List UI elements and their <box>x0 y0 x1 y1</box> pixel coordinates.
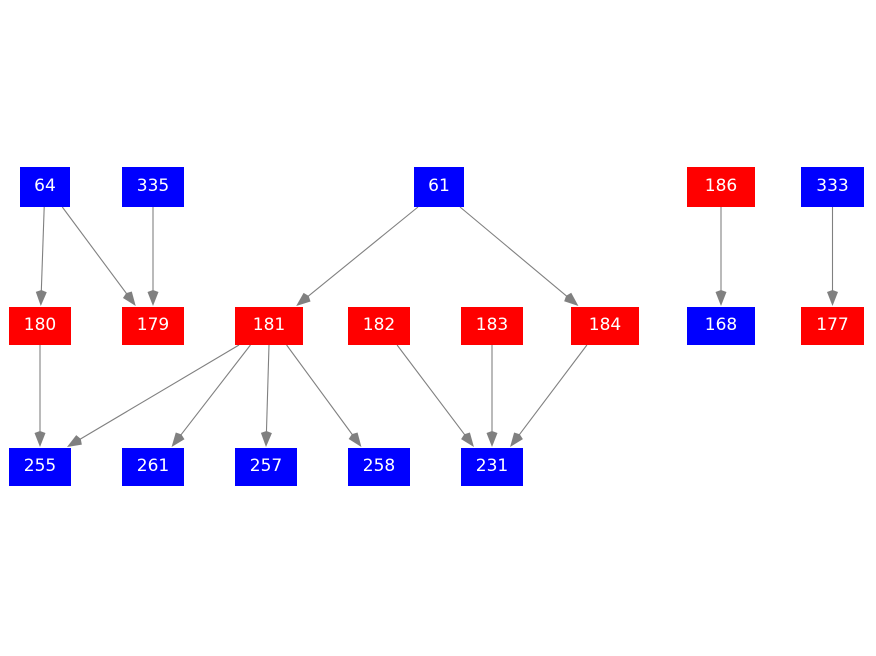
edge-64-to-180-arrowhead <box>35 290 47 306</box>
graph-node-181[interactable]: 181 <box>235 307 303 345</box>
edge-181-to-257-arrowhead <box>260 431 272 447</box>
edge-184-to-231-arrowhead <box>510 432 523 447</box>
edge-61-to-181-arrowhead <box>296 292 311 306</box>
graph-node-261[interactable]: 261 <box>122 448 184 486</box>
edge-181-to-261-arrowhead <box>171 432 185 447</box>
edge-182-to-231-line <box>396 344 468 439</box>
edge-186-to-168-arrowhead <box>715 290 727 306</box>
edge-180-to-255-arrowhead <box>34 431 46 447</box>
edge-64-to-179-line <box>61 206 130 298</box>
graph-node-61[interactable]: 61 <box>414 167 464 207</box>
edge-181-to-257-line <box>265 344 270 437</box>
graph-node-182[interactable]: 182 <box>348 307 410 345</box>
graph-node-label: 177 <box>816 314 849 335</box>
edge-64-to-180-line <box>40 206 45 296</box>
graph-node-257[interactable]: 257 <box>235 448 297 486</box>
graph-node-label: 255 <box>23 455 57 476</box>
edge-61-to-184-arrowhead <box>564 292 579 306</box>
edge-181-to-255-arrowhead <box>67 435 82 447</box>
edge-182-to-231-arrowhead <box>461 432 474 447</box>
edge-61-to-184-line <box>459 206 571 300</box>
edge-181-to-261-line <box>177 344 251 439</box>
graph-node-label: 184 <box>588 314 622 335</box>
graph-node-label: 258 <box>362 455 396 476</box>
edge-181-to-255-line <box>76 344 240 442</box>
edge-61-to-181-line <box>304 206 419 300</box>
graph-node-258[interactable]: 258 <box>348 448 410 486</box>
graph-node-label: 64 <box>34 175 56 196</box>
graph-node-335[interactable]: 335 <box>122 167 184 207</box>
graph-node-333[interactable]: 333 <box>801 167 864 207</box>
graph-node-label: 335 <box>136 175 170 196</box>
edge-183-to-231-arrowhead <box>486 431 498 447</box>
graph-node-label: 181 <box>252 314 286 335</box>
graph-node-180[interactable]: 180 <box>9 307 71 345</box>
graph-node-231[interactable]: 231 <box>461 448 523 486</box>
graph-node-183[interactable]: 183 <box>461 307 523 345</box>
graph-node-label: 186 <box>704 175 738 196</box>
graph-node-186[interactable]: 186 <box>687 167 755 207</box>
edge-335-to-179-arrowhead <box>147 290 159 306</box>
graph-node-label: 261 <box>136 455 170 476</box>
edge-181-to-258-line <box>286 344 356 439</box>
graph-node-255[interactable]: 255 <box>9 448 71 486</box>
graph-node-label: 179 <box>136 314 170 335</box>
graph-node-64[interactable]: 64 <box>20 167 70 207</box>
edge-181-to-258-arrowhead <box>348 432 362 447</box>
edge-333-to-177-arrowhead <box>827 290 838 306</box>
graph-node-168[interactable]: 168 <box>687 307 755 345</box>
graph-node-label: 180 <box>23 314 57 335</box>
graph-node-label: 61 <box>428 175 450 196</box>
graph-node-label: 168 <box>704 314 738 335</box>
graph-node-label: 333 <box>816 175 849 196</box>
graph-node-184[interactable]: 184 <box>571 307 639 345</box>
graph-node-label: 231 <box>475 455 509 476</box>
graph-node-label: 182 <box>362 314 396 335</box>
edge-184-to-231-line <box>516 344 588 439</box>
graph-node-label: 257 <box>249 455 283 476</box>
graph-node-label: 183 <box>475 314 509 335</box>
graph-node-179[interactable]: 179 <box>122 307 184 345</box>
graph-node-177[interactable]: 177 <box>801 307 864 345</box>
edge-64-to-179-arrowhead <box>122 291 136 306</box>
